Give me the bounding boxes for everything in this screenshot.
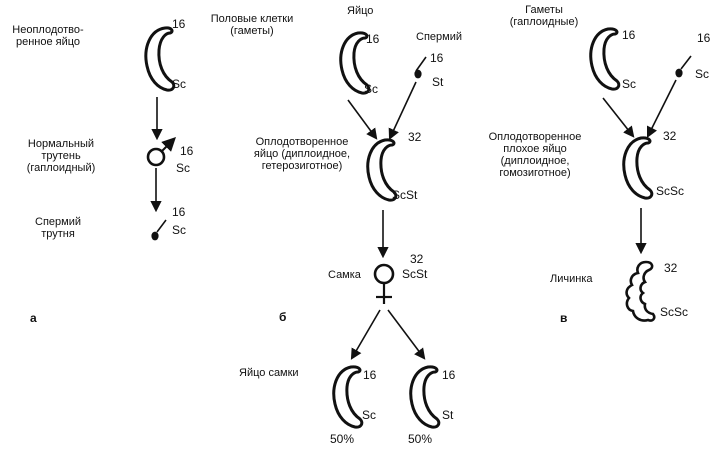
panel-b-letter: б xyxy=(279,310,287,324)
drone-sperm-label: Спермий трутня xyxy=(35,216,81,240)
larva-shape xyxy=(625,260,656,322)
egg-allele: Sc xyxy=(172,77,187,91)
female-to-egg1-arrow xyxy=(350,309,381,360)
larva-chromosome-count: 32 xyxy=(664,261,678,275)
haploid-sperm-to-zygote-arrow xyxy=(646,79,677,139)
female-label: Самка xyxy=(328,269,361,281)
male-symbol-circle xyxy=(146,147,166,167)
panel-v-letter: в xyxy=(560,311,568,325)
sperm-allele: St xyxy=(432,75,444,89)
haploid-sperm-head xyxy=(675,68,683,78)
sperm-tail xyxy=(415,56,427,72)
sperm-chromosome-count: 16 xyxy=(430,51,444,65)
egg-cell-allele: Sc xyxy=(364,82,379,96)
drone-chromosome-count: 16 xyxy=(180,144,194,158)
haploid-sperm-tail xyxy=(680,55,692,70)
egg2-chromosome-count: 16 xyxy=(442,368,456,382)
egg2-percent: 50% xyxy=(408,432,433,446)
female-to-egg2-arrow xyxy=(387,309,426,360)
homozygous-chromosome-count: 32 xyxy=(663,129,677,143)
homozygous-alleles: ScSc xyxy=(656,184,685,198)
drone-label: Нормальный трутень (гаплоидный) xyxy=(26,138,96,174)
fertilized-chromosome-count: 32 xyxy=(408,130,422,144)
fertilized-egg-label: Оплодотворенное яйцо (диплоидное, гетеро… xyxy=(253,136,351,172)
egg-cell-chromosome-count: 16 xyxy=(366,32,380,46)
sperm-allele: Sc xyxy=(172,223,187,237)
egg2-allele: St xyxy=(442,408,454,422)
female-egg-2-shape xyxy=(409,365,441,429)
haploid-egg-to-zygote-arrow xyxy=(602,97,635,138)
haploid-gametes-label: Гаметы (гаплоидные) xyxy=(509,4,579,28)
haploid-egg-allele: Sc xyxy=(622,77,637,91)
female-alleles: ScSt xyxy=(402,267,428,281)
gametes-label: Половые клетки (гаметы) xyxy=(210,13,294,37)
egg1-chromosome-count: 16 xyxy=(363,368,377,382)
egg1-allele: Sc xyxy=(362,408,377,422)
male-symbol-arrow xyxy=(161,137,176,152)
fertilized-alleles: ScSt xyxy=(392,188,418,202)
egg1-percent: 50% xyxy=(330,432,355,446)
haploid-egg-shape xyxy=(589,27,621,91)
haploid-sperm-allele: Sc xyxy=(695,67,710,81)
female-chromosome-count: 32 xyxy=(410,252,424,266)
sperm-head xyxy=(414,69,422,79)
larva-label: Личинка xyxy=(550,273,593,285)
female-egg-1-shape xyxy=(332,365,364,429)
homozygous-egg-shape xyxy=(622,136,654,200)
sperm-label: Спермий xyxy=(416,31,462,43)
haploid-egg-chromosome-count: 16 xyxy=(622,28,636,42)
homozygous-egg-label: Оплодотворенное плохое яйцо (диплоидное,… xyxy=(488,131,582,179)
egg-chromosome-count: 16 xyxy=(172,17,186,31)
larva-alleles: ScSc xyxy=(660,305,689,319)
female-eggs-label: Яйцо самки xyxy=(239,367,299,379)
drone-sperm-tail xyxy=(156,219,167,233)
haploid-sperm-chromosome-count: 16 xyxy=(697,31,711,45)
panel-a-letter: а xyxy=(30,311,37,325)
sperm-chromosome-count: 16 xyxy=(172,205,186,219)
sperm-to-zygote-arrow xyxy=(388,81,417,141)
egg-cell-shape xyxy=(339,31,371,95)
fertilized-egg-shape xyxy=(366,138,398,202)
unfertilized-egg-label: Неоплодотво- ренное яйцо xyxy=(12,24,84,48)
drone-sperm-head xyxy=(151,231,159,241)
egg-to-zygote-arrow xyxy=(347,99,378,140)
drone-allele: Sc xyxy=(176,161,191,175)
egg-cell-label: Яйцо xyxy=(347,5,374,17)
unfertilized-egg-shape xyxy=(144,26,176,92)
female-symbol-circle xyxy=(373,263,395,285)
